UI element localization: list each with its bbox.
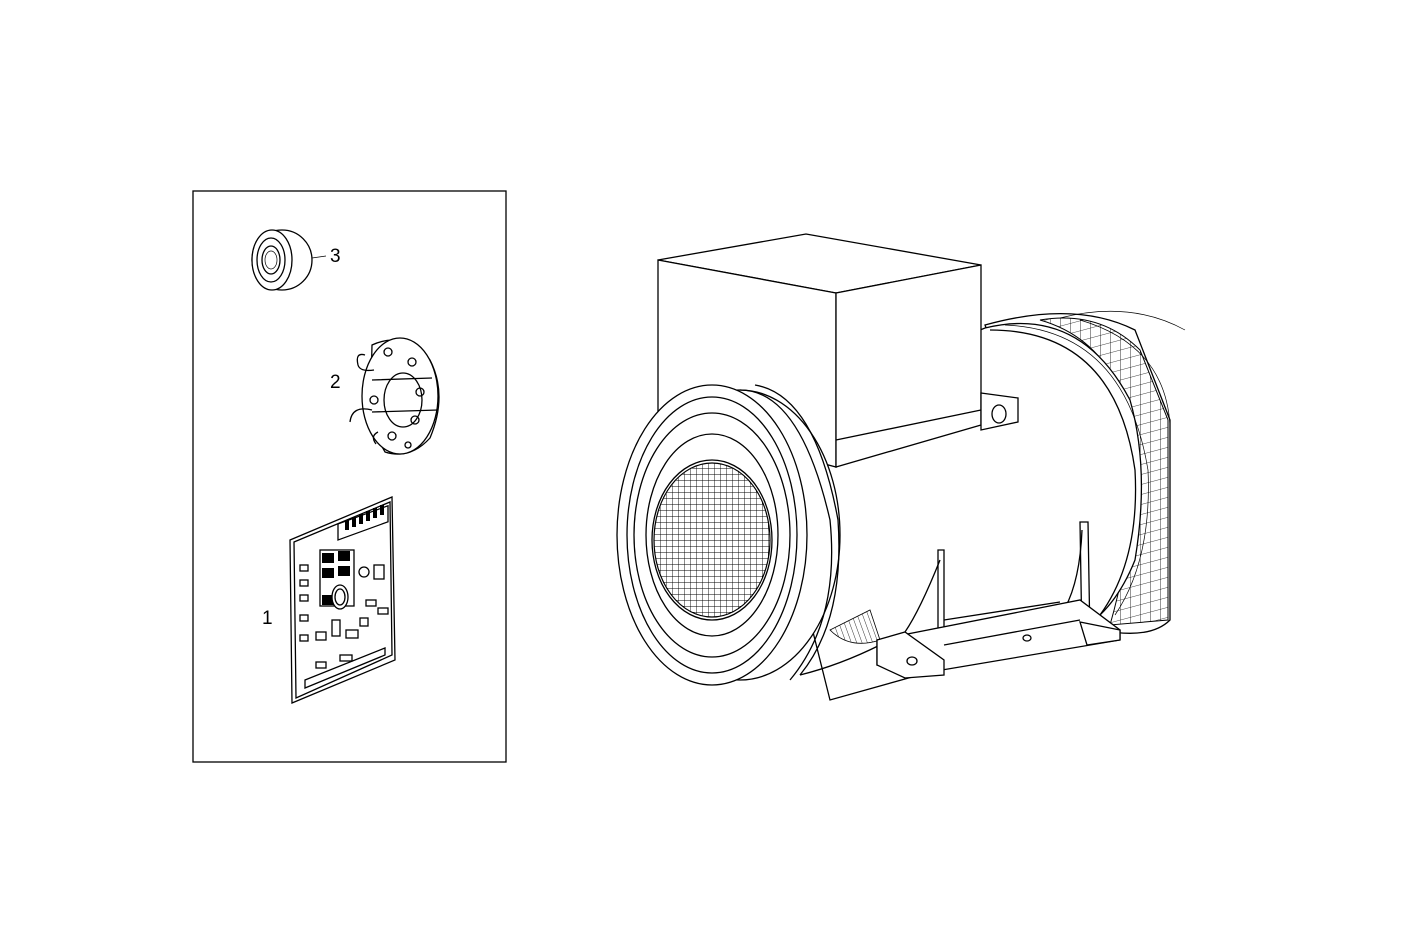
front-end-shield	[616, 384, 881, 686]
callout-2: 2	[330, 372, 341, 393]
rectifier-part	[349, 337, 440, 455]
voltage-regulator-part	[289, 496, 396, 704]
mounting-feet	[876, 521, 1121, 679]
parts-panel: 3 2	[192, 190, 507, 763]
air-intake-mesh	[653, 462, 771, 618]
bearing-part	[251, 229, 313, 291]
leader-line-3	[311, 255, 327, 259]
callout-1: 1	[262, 608, 273, 629]
parts-panel-frame	[192, 190, 507, 763]
alternator-assembly	[616, 233, 1186, 701]
callout-3: 3	[330, 246, 341, 267]
lifting-lug	[980, 392, 1019, 431]
